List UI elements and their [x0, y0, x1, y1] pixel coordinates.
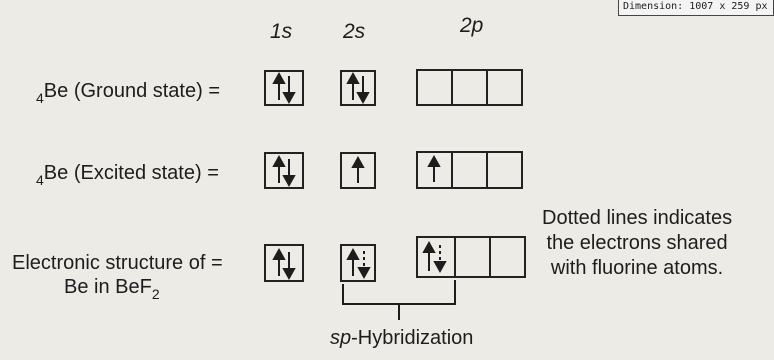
electron-pair-arrows: [272, 71, 296, 105]
note-line: Dotted lines indicates: [542, 207, 733, 229]
electron-up-arrow: [351, 155, 365, 183]
electron-pair-arrows: [346, 71, 370, 105]
bef2-structure-label-line1: Electronic structure of =: [12, 252, 223, 274]
bef2-text: Be in BeF: [64, 276, 152, 298]
excited-state-label: 4Be (Excited state) =: [36, 162, 219, 188]
ground-state-text: Be (Ground state) =: [43, 80, 220, 102]
atomic-number: 4: [36, 172, 44, 188]
excited-state-text: Be (Excited state) =: [43, 162, 219, 184]
orbital-box-2p-ground-3: [486, 69, 523, 106]
orbital-box-1s-bef2: [264, 244, 304, 282]
hybridization-bracket: [342, 280, 456, 320]
electron-up-arrow: [427, 154, 441, 182]
shared-electrons-note: Dotted lines indicates the electrons sha…: [542, 206, 732, 281]
atomic-number: 4: [36, 90, 44, 106]
electron-pair-arrows: [272, 247, 296, 281]
ground-state-label: 4Be (Ground state) =: [36, 80, 220, 106]
orbital-box-1s-ground: [264, 70, 304, 106]
orbital-header-2p: 2p: [460, 14, 484, 37]
orbital-box-2s-excited: [340, 152, 376, 189]
orbital-box-1s-excited: [264, 152, 304, 189]
bef2-structure-label-line2: Be in BeF2: [64, 276, 160, 302]
orbital-box-2s-bef2: [340, 244, 376, 282]
orbital-header-1s: 1s: [270, 20, 293, 43]
shared-electron-arrows: [422, 240, 447, 274]
sp-italic: sp: [330, 327, 352, 349]
orbital-box-2p-bef2-3: [489, 236, 526, 278]
electron-pair-arrows: [272, 154, 296, 188]
hybridization-text: -Hybridization: [351, 327, 474, 349]
bef2-subscript: 2: [151, 286, 160, 302]
orbital-box-2s-ground: [340, 70, 376, 106]
sp-hybridization-label: sp-Hybridization: [330, 327, 473, 350]
orbital-box-2p-excited-3: [486, 151, 523, 189]
note-line: with fluorine atoms.: [550, 257, 724, 279]
shared-electron-arrows: [346, 247, 371, 280]
note-line: the electrons shared: [546, 232, 728, 254]
orbital-header-2s: 2s: [343, 20, 366, 43]
